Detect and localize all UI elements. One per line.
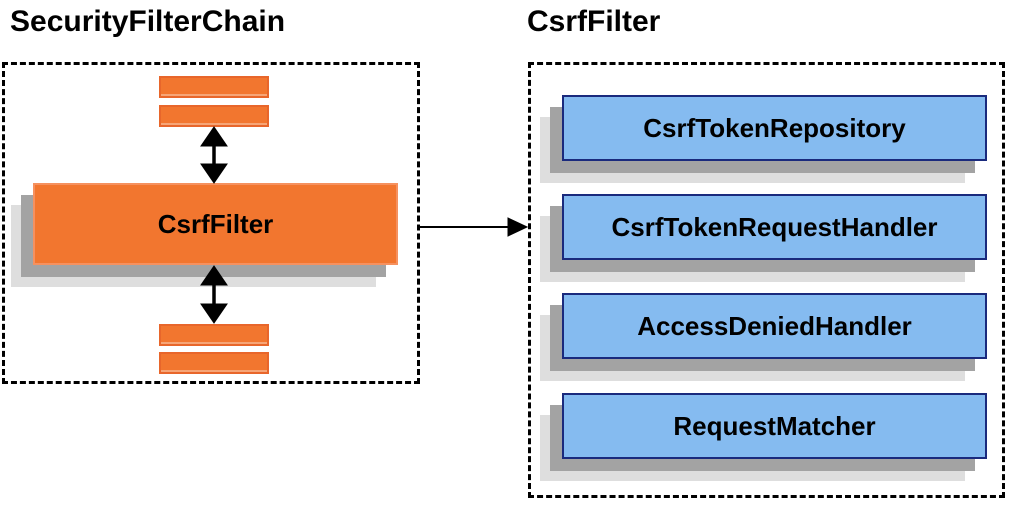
filter-placeholder-bar: [159, 352, 269, 374]
right-arrow-icon: [420, 217, 529, 237]
component-box-csrf-token-repository: CsrfTokenRepository: [562, 95, 987, 161]
security-filter-chain-container: CsrfFilter: [2, 62, 420, 384]
component-box-access-denied-handler: AccessDeniedHandler: [562, 293, 987, 359]
security-filter-chain-title: SecurityFilterChain: [10, 5, 286, 38]
component-box-csrf-token-request-handler: CsrfTokenRequestHandler: [562, 194, 987, 260]
filter-placeholder-bar: [159, 105, 269, 127]
csrf-filter-box: CsrfFilter: [33, 183, 398, 265]
filter-placeholder-bar: [159, 324, 269, 346]
component-box-request-matcher: RequestMatcher: [562, 393, 987, 459]
csrf-filter-components-container: CsrfTokenRepository CsrfTokenRequestHand…: [528, 62, 1005, 498]
filter-placeholder-bar: [159, 76, 269, 98]
csrf-filter-title: CsrfFilter: [527, 5, 661, 38]
